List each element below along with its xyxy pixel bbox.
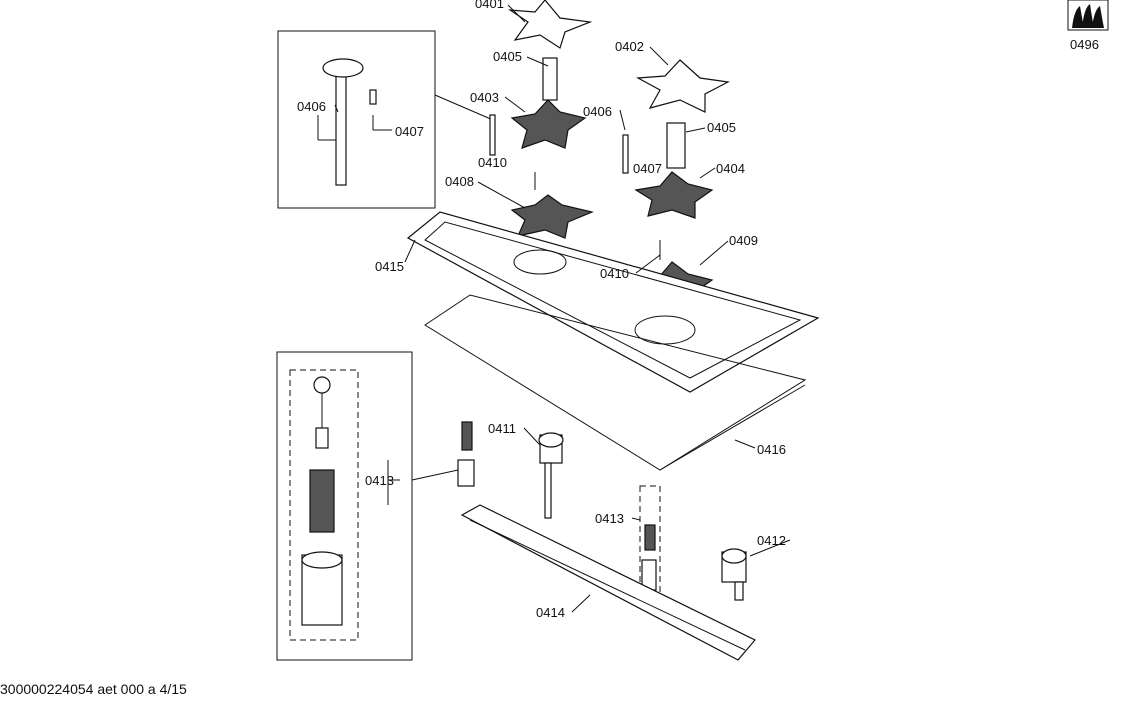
- burner-crown-small: [510, 99, 587, 149]
- burner-pin-2: [666, 122, 686, 169]
- label-0412: 0412: [757, 533, 786, 548]
- label-0415: 0415: [375, 259, 404, 274]
- label-0403: 0403: [470, 90, 499, 105]
- label-0406: 0406: [297, 99, 326, 114]
- label-0405: 0405: [707, 120, 736, 135]
- label-0411: 0411: [488, 421, 516, 436]
- dashed-group-valve2: [639, 485, 661, 595]
- label-0496: 0496: [1070, 37, 1099, 52]
- gas-rail: [460, 504, 756, 661]
- label-0408: 0408: [445, 174, 474, 189]
- label-0409: 0409: [729, 233, 758, 248]
- label-0410: 0410: [478, 155, 507, 170]
- label-0413: 0413: [595, 511, 624, 526]
- label-0414: 0414: [536, 605, 565, 620]
- label-0404: 0404: [716, 161, 745, 176]
- cooktop-plate: [406, 211, 820, 393]
- burner-pin-1: [542, 57, 558, 101]
- label-0401: 0401: [475, 0, 504, 11]
- gas-flame-icon: [1067, 0, 1109, 31]
- label-0406: 0406: [583, 104, 612, 119]
- detail-box-thermocouple: [276, 351, 459, 661]
- spring: [461, 421, 473, 451]
- leader-lines: [317, 4, 791, 613]
- label-0407: 0407: [633, 161, 662, 176]
- heat-shield-sheet: [424, 294, 807, 471]
- label-0407: 0407: [395, 124, 424, 139]
- burner-body-small: [510, 194, 594, 239]
- burner-cap-large: [635, 59, 730, 113]
- burner-cap-small: [507, 0, 593, 49]
- gas-valve-2: [721, 548, 747, 601]
- label-0402: 0402: [615, 39, 644, 54]
- label-0405: 0405: [493, 49, 522, 64]
- electrode-1: [489, 114, 496, 156]
- electrode-2: [622, 134, 629, 174]
- label-0410: 0410: [600, 266, 629, 281]
- detail-box-igniter: [277, 30, 494, 209]
- sleeve: [457, 459, 475, 487]
- gas-valve-1: [538, 432, 564, 519]
- burner-crown-large: [634, 171, 714, 219]
- label-0413: 0413: [365, 473, 394, 488]
- label-0416: 0416: [757, 442, 786, 457]
- spring-2: [644, 524, 656, 551]
- drawing-reference: 300000224054 aet 000 a 4/15: [0, 681, 187, 697]
